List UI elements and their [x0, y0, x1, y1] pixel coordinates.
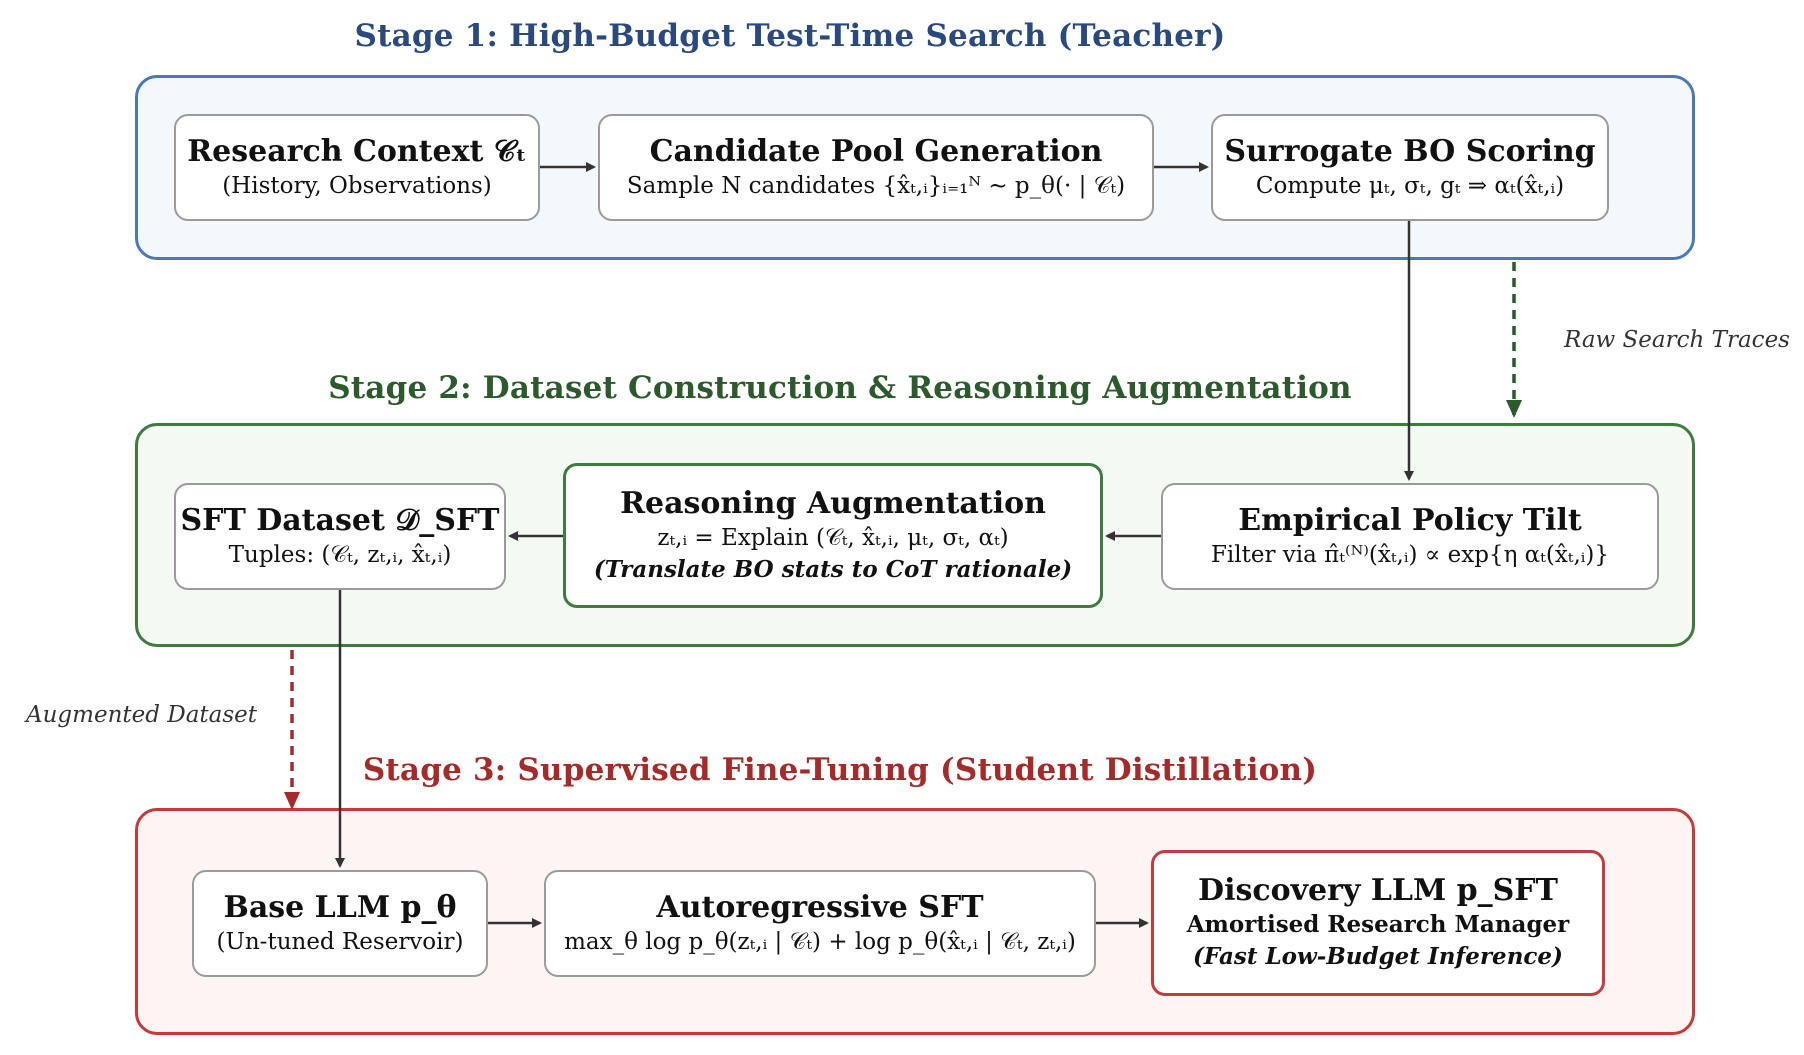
- sft-dataset-title: SFT Dataset 𝒟_SFT: [180, 502, 500, 538]
- surrogate-bo-title: Surrogate BO Scoring: [1224, 133, 1596, 169]
- augmented-dataset-label: Augmented Dataset: [26, 702, 258, 728]
- reasoning-augmentation-note: (Translate BO stats to CoT rationale): [593, 555, 1073, 583]
- autoregressive-sft-title: Autoregressive SFT: [656, 889, 984, 925]
- candidate-pool-subtitle: Sample N candidates {x̂ₜ,ᵢ}ᵢ₌₁ᴺ ∼ p_θ(· …: [626, 172, 1126, 199]
- research-context-subtitle: (History, Observations): [222, 172, 492, 199]
- research-context-title: Research Context 𝒞ₜ: [187, 133, 527, 169]
- base-llm-title: Base LLM p_θ: [223, 889, 457, 925]
- discovery-llm-title: Discovery LLM p_SFT: [1198, 873, 1558, 908]
- surrogate-bo-box: Surrogate BO Scoring Compute μₜ, σₜ, gₜ …: [1211, 114, 1609, 221]
- stage3-title: Stage 3: Supervised Fine-Tuning (Student…: [362, 752, 1318, 788]
- base-llm-box: Base LLM p_θ (Un-tuned Reservoir): [192, 870, 488, 977]
- candidate-pool-title: Candidate Pool Generation: [649, 133, 1103, 169]
- reasoning-augmentation-subtitle: zₜ,ᵢ = Explain (𝒞ₜ, x̂ₜ,ᵢ, μₜ, σₜ, αₜ): [657, 524, 1009, 551]
- discovery-llm-note: (Fast Low-Budget Inference): [1193, 943, 1563, 970]
- sft-dataset-box: SFT Dataset 𝒟_SFT Tuples: (𝒞ₜ, zₜ,ᵢ, x̂ₜ…: [174, 483, 506, 590]
- empirical-policy-tilt-title: Empirical Policy Tilt: [1238, 502, 1582, 538]
- autoregressive-sft-subtitle: max_θ log p_θ(zₜ,ᵢ | 𝒞ₜ) + log p_θ(x̂ₜ,ᵢ…: [564, 928, 1076, 955]
- surrogate-bo-subtitle: Compute μₜ, σₜ, gₜ ⇒ αₜ(x̂ₜ,ᵢ): [1255, 172, 1565, 199]
- stage2-title: Stage 2: Dataset Construction & Reasonin…: [328, 370, 1352, 406]
- empirical-policy-tilt-box: Empirical Policy Tilt Filter via π̂ₜ⁽ᴺ⁾(…: [1161, 483, 1659, 590]
- research-context-box: Research Context 𝒞ₜ (History, Observatio…: [174, 114, 540, 221]
- empirical-policy-tilt-subtitle: Filter via π̂ₜ⁽ᴺ⁾(x̂ₜ,ᵢ) ∝ exp{η αₜ(x̂ₜ,…: [1210, 541, 1610, 568]
- raw-search-traces-label: Raw Search Traces: [1564, 327, 1790, 353]
- discovery-llm-box: Discovery LLM p_SFT Amortised Research M…: [1151, 850, 1605, 996]
- base-llm-subtitle: (Un-tuned Reservoir): [216, 928, 464, 955]
- candidate-pool-box: Candidate Pool Generation Sample N candi…: [598, 114, 1154, 221]
- discovery-llm-subtitle: Amortised Research Manager: [1186, 911, 1570, 938]
- reasoning-augmentation-box: Reasoning Augmentation zₜ,ᵢ = Explain (𝒞…: [563, 463, 1103, 608]
- stage1-title: Stage 1: High-Budget Test-Time Search (T…: [354, 18, 1226, 54]
- autoregressive-sft-box: Autoregressive SFT max_θ log p_θ(zₜ,ᵢ | …: [544, 870, 1096, 977]
- reasoning-augmentation-title: Reasoning Augmentation: [620, 485, 1046, 521]
- sft-dataset-subtitle: Tuples: (𝒞ₜ, zₜ,ᵢ, x̂ₜ,ᵢ): [228, 541, 452, 568]
